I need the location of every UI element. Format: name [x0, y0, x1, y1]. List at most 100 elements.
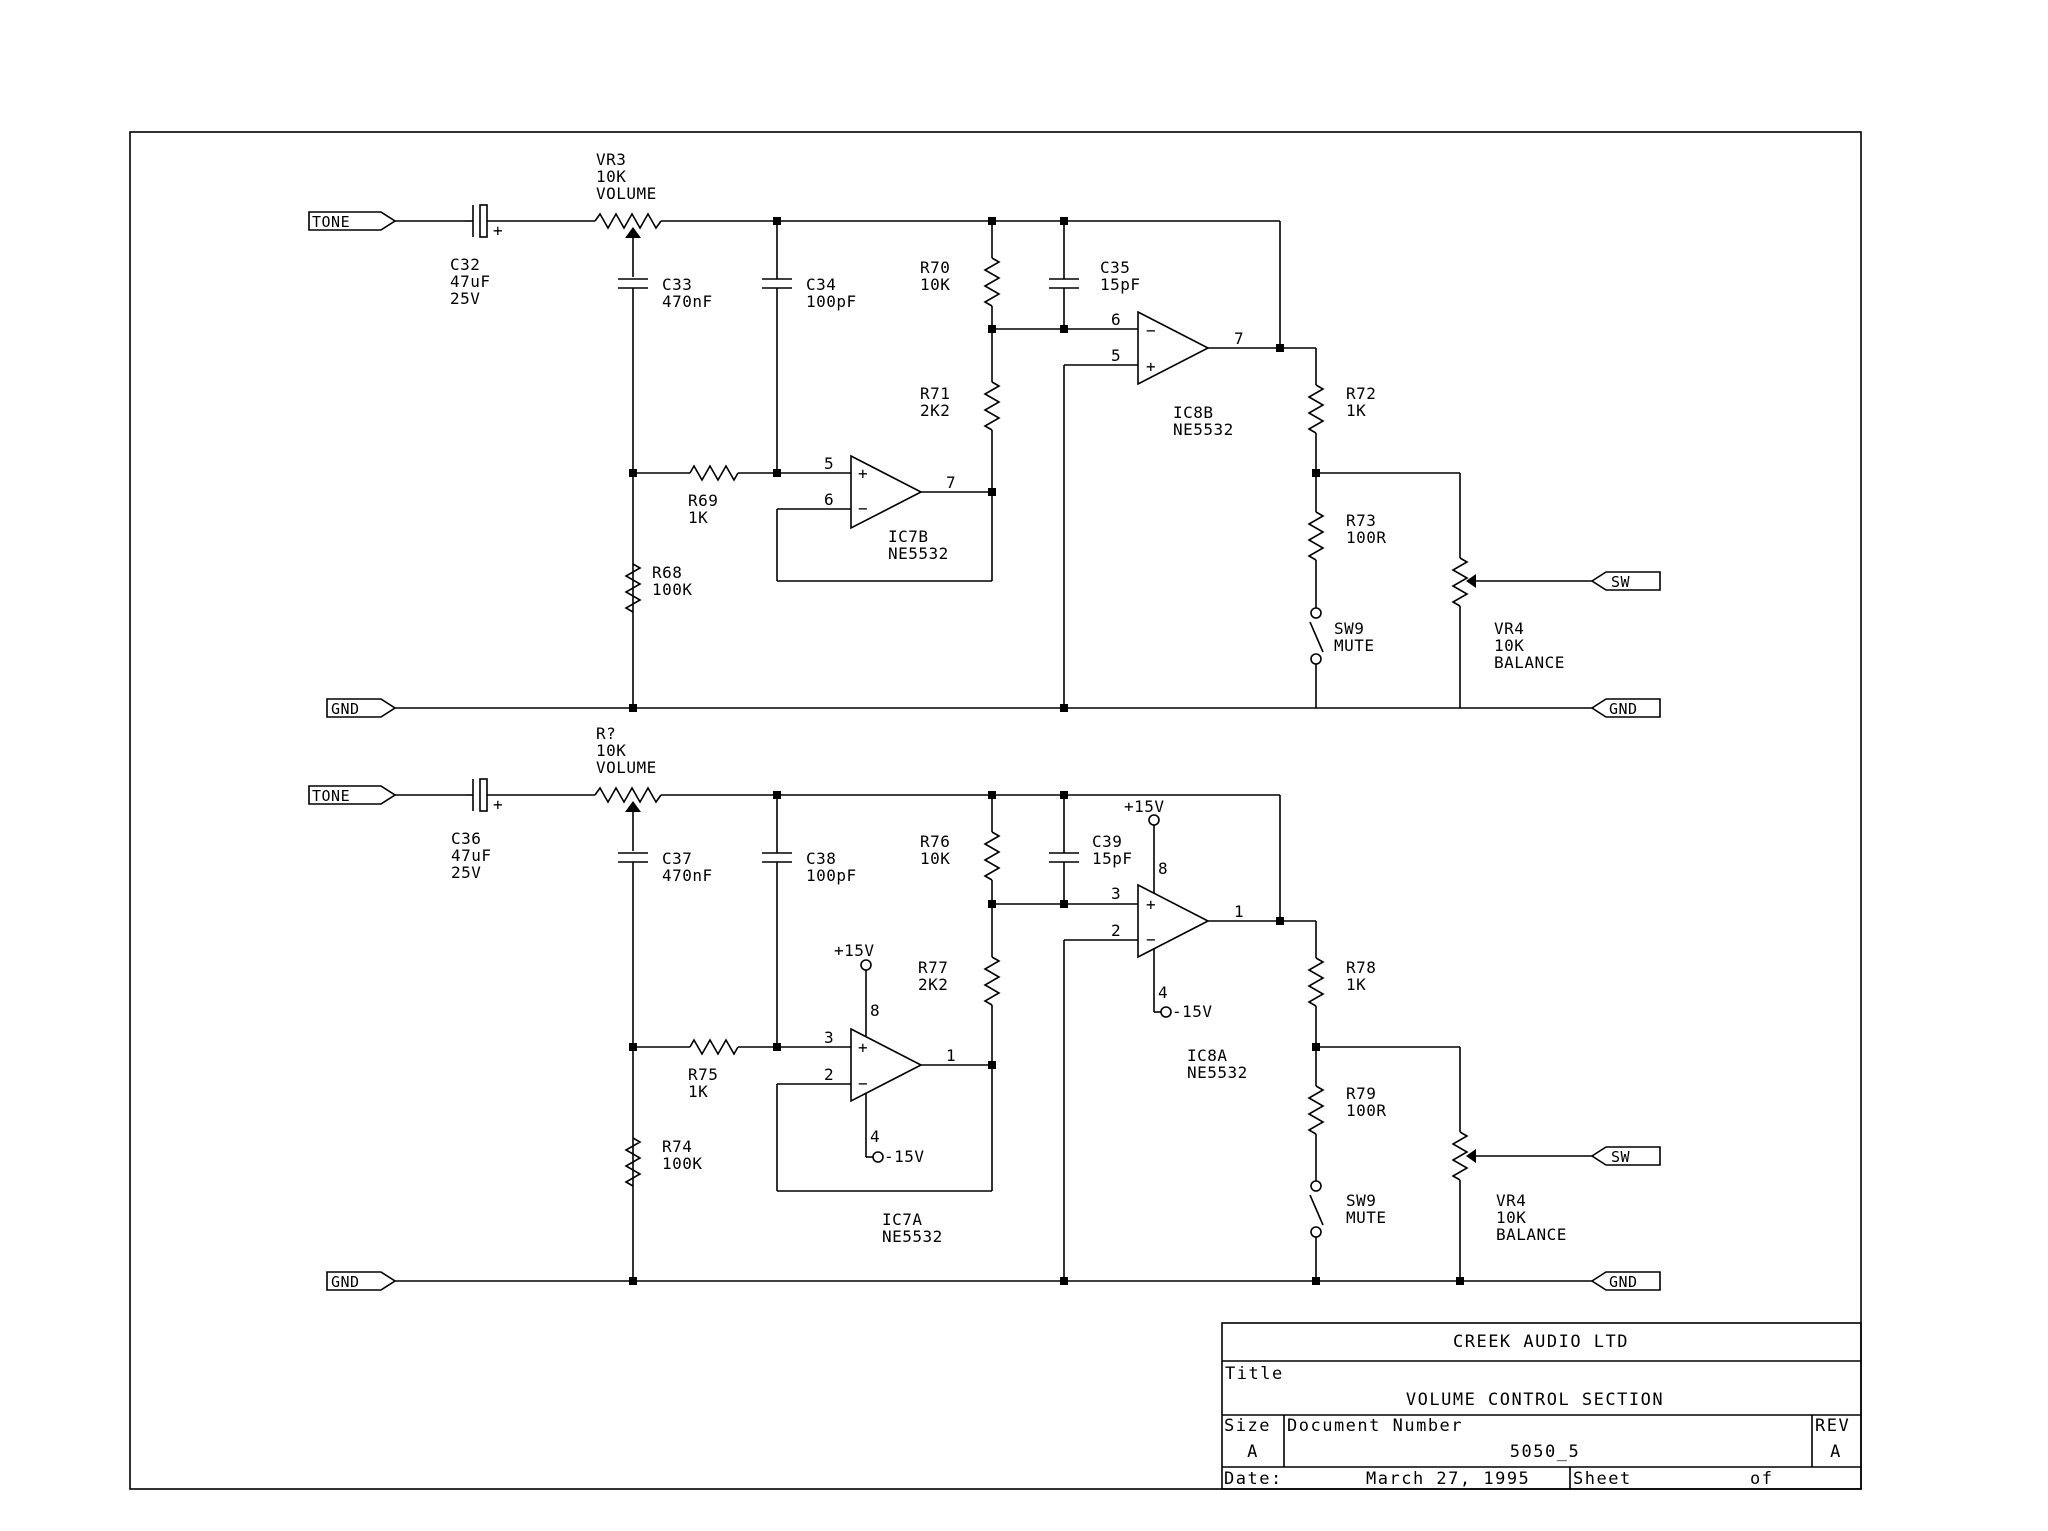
top-channel: TONE + C32 47uF 25V VR3 10K VOLUME: [308, 150, 1661, 718]
of-label: of: [1750, 1469, 1773, 1489]
c38-value: 100pF: [806, 866, 857, 885]
supply-positive-label: +15V: [834, 941, 875, 960]
r73-value: 100R: [1346, 528, 1387, 547]
title-label: Title: [1225, 1364, 1284, 1384]
company-name: CREEK AUDIO LTD: [1453, 1332, 1629, 1352]
r73-ref: R73: [1346, 511, 1376, 530]
sw-port-label: SW: [1611, 1148, 1631, 1166]
ic7b-pin-non: 5: [824, 454, 834, 473]
opamp-ic7b: + − 5 6 7 IC7B NE5532: [776, 454, 992, 582]
size-value: A: [1247, 1442, 1259, 1462]
svg-text:−: −: [858, 499, 868, 518]
document-number: 5050_5: [1510, 1442, 1580, 1462]
capacitor-c39: C39 15pF: [1049, 795, 1132, 904]
c36-value: 47uF: [451, 846, 492, 865]
rev-label: REV: [1815, 1416, 1850, 1436]
potentiometer-vr4-bottom: VR4 10K BALANCE: [1451, 1131, 1592, 1281]
ic8a-pin-vplus: 8: [1158, 859, 1168, 878]
resistor-r77: R77 2K2: [918, 904, 1001, 1191]
ic7a-pin-out: 1: [946, 1046, 956, 1065]
switch-sw9-bottom: SW9 MUTE: [1309, 1180, 1387, 1281]
c32-voltage: 25V: [450, 289, 480, 308]
ic7a-pin-vminus: 4: [870, 1127, 880, 1146]
potentiometer-r-unknown: R? 10K VOLUME: [594, 724, 777, 851]
c37-value: 470nF: [662, 866, 713, 885]
gnd-port-label: GND: [1609, 700, 1638, 718]
resistor-r75: R75 1K: [633, 1038, 851, 1101]
r74-value: 100K: [662, 1154, 703, 1173]
ic8a-part: NE5532: [1187, 1063, 1248, 1082]
resistor-r68: R68 100K: [624, 563, 692, 613]
vr4-function: BALANCE: [1496, 1225, 1567, 1244]
ic8a-pin-vminus: 4: [1158, 983, 1168, 1002]
vr3-ref: VR3: [596, 150, 626, 169]
sw-port-label: SW: [1611, 573, 1631, 591]
ic8a-supply-negative: -15V: [1172, 1002, 1213, 1021]
c36-ref: C36: [451, 829, 481, 848]
ic7b-part: NE5532: [888, 544, 949, 563]
sw9-function: MUTE: [1346, 1208, 1387, 1227]
r70-value: 10K: [920, 275, 950, 294]
rev-value: A: [1830, 1442, 1842, 1462]
resistor-r69: R69 1K: [633, 464, 851, 527]
ic8a-pin-out: 1: [1234, 902, 1244, 921]
resistor-r73: R73 100R: [1307, 473, 1387, 608]
rq-ref: R?: [596, 724, 616, 743]
sheet-label: Sheet: [1573, 1469, 1632, 1489]
title-block: CREEK AUDIO LTD Title VOLUME CONTROL SEC…: [1221, 1322, 1862, 1490]
resistor-r72: R72 1K: [1307, 384, 1376, 473]
vr4-ref: VR4: [1494, 619, 1524, 638]
sheet-border: [129, 131, 1862, 1490]
r76-value: 10K: [920, 849, 950, 868]
switch-sw9-top: SW9 MUTE: [1309, 607, 1375, 708]
rq-value: 10K: [596, 741, 626, 760]
resistor-r70: R70 10K: [920, 221, 1001, 329]
vr4-value: 10K: [1496, 1208, 1526, 1227]
vr3-value: 10K: [596, 167, 626, 186]
svg-text:+: +: [858, 464, 868, 483]
drawing-title: VOLUME CONTROL SECTION: [1406, 1390, 1664, 1410]
r77-ref: R77: [918, 958, 948, 977]
resistor-r71: R71 2K2: [920, 329, 1001, 581]
document-number-label: Document Number: [1287, 1416, 1463, 1436]
resistor-r74: R74 100K: [624, 1137, 703, 1187]
svg-text:+: +: [493, 795, 503, 814]
c35-ref: C35: [1100, 258, 1130, 277]
r76-ref: R76: [920, 832, 950, 851]
r78-ref: R78: [1346, 958, 1376, 977]
r75-ref: R75: [688, 1065, 718, 1084]
r72-ref: R72: [1346, 384, 1376, 403]
ic8b-pin-out: 7: [1234, 329, 1244, 348]
sw9-function: MUTE: [1334, 636, 1375, 655]
capacitor-c35: C35 15pF: [1049, 221, 1141, 329]
ic7a-supply-negative: -15V: [884, 1147, 925, 1166]
resistor-r79: R79 100R: [1307, 1047, 1387, 1181]
c36-voltage: 25V: [451, 863, 481, 882]
ic8a-supply-positive: +15V 8: [1124, 797, 1168, 893]
gnd-port-label: GND: [1609, 1273, 1638, 1291]
svg-text:+: +: [858, 1038, 868, 1057]
r68-ref: R68: [652, 563, 682, 582]
ic7a-supply-positive: +15V 8: [834, 941, 880, 1036]
ic8a-pin-non: 3: [1111, 884, 1121, 903]
ic7a-pin-vplus: 8: [870, 1001, 880, 1020]
ic7a-ref: IC7A: [882, 1210, 923, 1229]
date-value: March 27, 1995: [1366, 1469, 1530, 1489]
r75-value: 1K: [688, 1082, 708, 1101]
ic7b-pin-inv: 6: [824, 490, 834, 509]
c33-value: 470nF: [662, 292, 713, 311]
c34-ref: C34: [806, 275, 836, 294]
c38-ref: C38: [806, 849, 836, 868]
ic7a-pin-inv: 2: [824, 1065, 834, 1084]
sw-port-bottom: SW: [1590, 1146, 1661, 1166]
c32-value: 47uF: [450, 272, 491, 291]
c35-value: 15pF: [1100, 275, 1141, 294]
r79-value: 100R: [1346, 1101, 1387, 1120]
r72-value: 1K: [1346, 401, 1366, 420]
vr4-value: 10K: [1494, 636, 1524, 655]
svg-text:+: +: [1146, 895, 1156, 914]
bottom-channel: TONE + C36 47uF 25V R? 10K VOLUME: [308, 724, 1661, 1291]
svg-text:−: −: [1146, 930, 1156, 949]
tone-port-label: TONE: [312, 213, 350, 231]
